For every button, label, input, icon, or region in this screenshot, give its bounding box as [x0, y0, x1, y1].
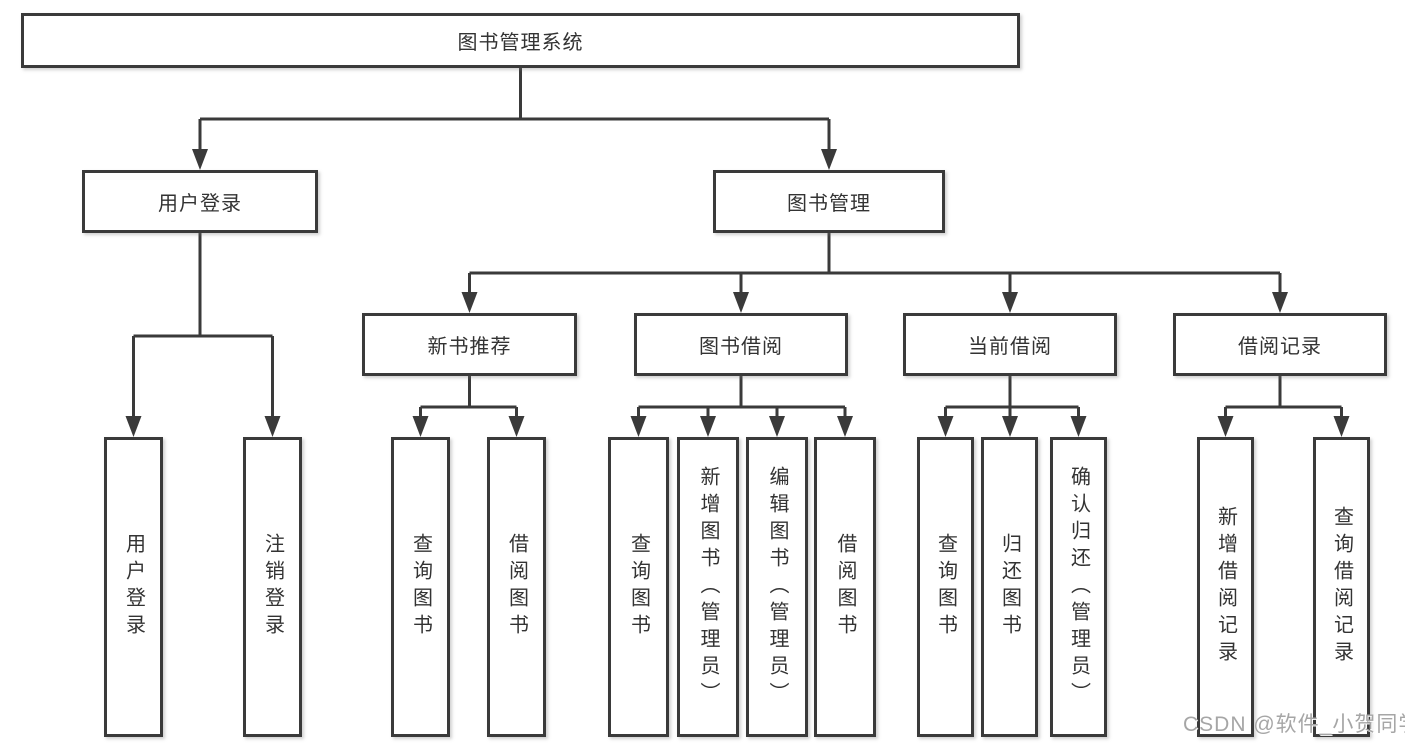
node-book-borrow: 图书借阅 [634, 313, 848, 376]
node-new-book-recommend: 新书推荐 [362, 313, 577, 376]
node-book-management: 图书管理 [713, 170, 945, 233]
node-borrow-records-label: 借阅记录 [1238, 336, 1322, 358]
node-borrow-records: 借阅记录 [1173, 313, 1387, 376]
node-current-borrow: 当前借阅 [903, 313, 1117, 376]
leaf-user-login-label: 用户登录 [122, 533, 145, 641]
connector-root [198, 68, 831, 154]
leaf-logout-label: 注销登录 [261, 533, 284, 641]
leaf-query-books-borrow: 查询图书 [608, 437, 669, 737]
leaf-query-books-borrow-label: 查询图书 [627, 533, 650, 641]
leaf-query-books-recommend: 查询图书 [391, 437, 450, 737]
leaf-add-books-admin-label: 新增图书（管理员） [697, 465, 719, 709]
node-library-system: 图书管理系统 [21, 13, 1020, 68]
leaf-query-books-current-label: 查询图书 [934, 533, 957, 641]
leaf-borrow-books-recommend-label: 借阅图书 [505, 533, 528, 641]
node-new-book-recommend-label: 新书推荐 [427, 336, 512, 358]
leaf-return-books: 归还图书 [981, 437, 1038, 737]
node-user-login-label: 用户登录 [158, 193, 242, 215]
node-user-login: 用户登录 [82, 170, 318, 233]
leaf-logout: 注销登录 [243, 437, 302, 737]
arrowhead-icons [125, 149, 1350, 437]
node-library-system-label: 图书管理系统 [457, 32, 584, 54]
node-book-management-label: 图书管理 [787, 193, 871, 215]
connector-user-login [132, 233, 274, 421]
connector-new-book-recommend [419, 376, 518, 421]
leaf-query-books-current: 查询图书 [917, 437, 974, 737]
leaf-add-borrow-record-label: 新增借阅记录 [1214, 506, 1237, 668]
leaf-query-borrow-record: 查询借阅记录 [1313, 437, 1370, 737]
node-book-borrow-label: 图书借阅 [699, 336, 783, 358]
leaf-query-books-recommend-label: 查询图书 [409, 533, 432, 641]
leaf-user-login: 用户登录 [104, 437, 163, 737]
leaf-query-borrow-record-label: 查询借阅记录 [1330, 506, 1353, 668]
leaf-confirm-return-admin: 确认归还（管理员） [1050, 437, 1107, 737]
leaf-add-books-admin: 新增图书（管理员） [677, 437, 739, 737]
leaf-edit-books-admin-label: 编辑图书（管理员） [766, 465, 788, 709]
leaf-add-borrow-record: 新增借阅记录 [1197, 437, 1254, 737]
connector-book-management [468, 233, 1282, 297]
leaf-edit-books-admin: 编辑图书（管理员） [746, 437, 808, 737]
connector-borrow-records [1224, 376, 1343, 421]
leaf-return-books-label: 归还图书 [998, 533, 1021, 641]
leaf-borrow-books: 借阅图书 [814, 437, 876, 737]
leaf-borrow-books-label: 借阅图书 [834, 533, 856, 641]
connector-book-borrow [637, 376, 847, 421]
leaf-borrow-books-recommend: 借阅图书 [487, 437, 546, 737]
connector-current-borrow [944, 376, 1080, 421]
leaf-confirm-return-admin-label: 确认归还（管理员） [1067, 465, 1090, 709]
node-current-borrow-label: 当前借阅 [968, 336, 1052, 358]
csdn-watermark: CSDN @软件_小贺同学 [1183, 713, 1405, 736]
